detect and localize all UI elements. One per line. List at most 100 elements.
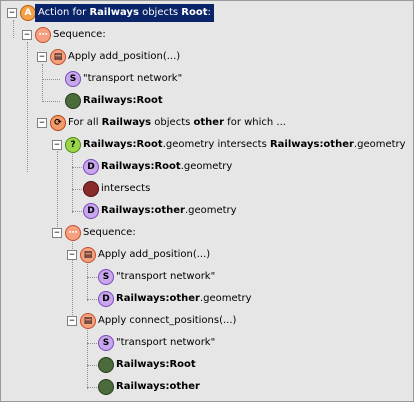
apply-label: Apply add_position(...): [68, 51, 181, 62]
tree-node-root[interactable]: − A Action for Railways objects Root:: [1, 4, 413, 22]
tree-line: [87, 327, 88, 389]
apply-icon: ▤: [80, 247, 96, 263]
string-label: "transport network": [116, 271, 216, 282]
tree-line: [27, 42, 28, 172]
tree-node-apply-2[interactable]: − ▤ Apply add_position(...): [1, 246, 413, 264]
tree-node-data[interactable]: D Railways:other.geometry: [1, 202, 413, 220]
object-class: Railways: [116, 359, 166, 370]
apply-icon: ▤: [80, 313, 96, 329]
tree-node-data[interactable]: D Railways:Root.geometry: [1, 158, 413, 176]
data-icon: D: [98, 291, 114, 307]
root-mid: objects: [138, 7, 182, 18]
data-icon: D: [83, 203, 99, 219]
collapse-toggle[interactable]: −: [37, 118, 47, 128]
root-var: Root: [181, 7, 208, 18]
data-var: :other: [150, 205, 185, 216]
sequence-icon: ⋯: [65, 225, 81, 241]
object-icon: [98, 379, 114, 395]
cond-a: Railways: [83, 139, 133, 150]
tree-line: [72, 239, 73, 325]
object-class: Railways: [116, 381, 166, 392]
cond-e: :other: [319, 139, 354, 150]
root-class: Railways: [89, 7, 139, 18]
forall-p1: For all: [68, 117, 102, 128]
collapse-toggle[interactable]: −: [22, 30, 32, 40]
string-icon: S: [98, 335, 114, 351]
object-icon: [98, 357, 114, 373]
object-class: Railways: [83, 95, 133, 106]
tree-line: [87, 299, 97, 300]
string-label: "transport network": [83, 73, 183, 84]
tree-line: [42, 101, 60, 102]
tree-node-relation[interactable]: intersects: [1, 180, 413, 198]
collapse-toggle[interactable]: −: [52, 228, 62, 238]
cond-d: Railways: [269, 139, 320, 150]
object-var: :other: [165, 381, 200, 392]
tree-line: [87, 387, 97, 388]
collapse-toggle[interactable]: −: [7, 8, 17, 18]
tree-line: [87, 261, 88, 301]
tree-node-object[interactable]: Railways:other: [1, 378, 413, 396]
root-prefix: Action for: [38, 7, 90, 18]
sequence-label: Sequence:: [83, 227, 136, 238]
collapse-toggle[interactable]: −: [67, 250, 77, 260]
tree-node-forall[interactable]: − ⟳ For all Railways objects other for w…: [1, 114, 413, 132]
relation-label: intersects: [101, 183, 151, 194]
data-label: Railways:Root.geometry: [101, 158, 232, 176]
object-var: :Root: [165, 359, 196, 370]
data-attr: .geometry: [184, 205, 237, 216]
collapse-toggle[interactable]: −: [52, 140, 62, 150]
tree-line: [72, 189, 82, 190]
root-suffix: :: [207, 7, 211, 18]
cond-f: .geometry: [353, 139, 406, 150]
forall-icon: ⟳: [50, 115, 66, 131]
data-label: Railways:other.geometry: [116, 290, 252, 308]
tree-node-data[interactable]: D Railways:other.geometry: [1, 290, 413, 308]
data-var: :other: [165, 293, 200, 304]
tree-node-string[interactable]: S "transport network": [1, 334, 413, 352]
collapse-toggle[interactable]: −: [67, 316, 77, 326]
object-label: Railways:Root: [116, 356, 196, 374]
tree-node-condition[interactable]: − ? Railways:Root.geometry intersects Ra…: [1, 136, 413, 154]
data-class: Railways: [116, 293, 166, 304]
tree-line: [42, 64, 43, 102]
object-var: :Root: [132, 95, 163, 106]
forall-class: Railways: [101, 117, 152, 128]
data-label: Railways:other.geometry: [101, 202, 237, 220]
tree-line: [72, 151, 73, 213]
tree-node-apply-1[interactable]: − ▤ Apply add_position(...): [1, 48, 413, 66]
forall-var: other: [193, 117, 224, 128]
sequence-icon: ⋯: [35, 27, 51, 43]
tree-node-string[interactable]: S "transport network": [1, 268, 413, 286]
string-icon: S: [98, 269, 114, 285]
relation-icon: [83, 181, 99, 197]
tree-node-sequence-1[interactable]: − ⋯ Sequence:: [1, 26, 413, 44]
tree-line: [57, 151, 58, 237]
apply-label: Apply add_position(...): [98, 249, 211, 260]
data-attr: .geometry: [180, 161, 233, 172]
forall-label: For all Railways objects other for which…: [68, 114, 286, 132]
cond-c: .geometry intersects: [162, 139, 270, 150]
forall-p2: objects: [151, 117, 194, 128]
object-icon: [65, 93, 81, 109]
tree-line: [13, 20, 14, 38]
tree-line: [87, 365, 97, 366]
root-label[interactable]: Action for Railways objects Root:: [35, 4, 214, 22]
sequence-label: Sequence:: [53, 29, 106, 40]
tree-node-apply-3[interactable]: − ▤ Apply connect_positions(...): [1, 312, 413, 330]
tree-line: [42, 79, 60, 80]
collapse-toggle[interactable]: −: [37, 52, 47, 62]
tree-node-object[interactable]: Railways:Root: [1, 92, 413, 110]
tree-node-object[interactable]: Railways:Root: [1, 356, 413, 374]
condition-icon: ?: [65, 137, 81, 153]
forall-p3: for which ...: [224, 117, 286, 128]
tree-node-sequence-2[interactable]: − ⋯ Sequence:: [1, 224, 413, 242]
data-attr: .geometry: [199, 293, 252, 304]
object-label: Railways:Root: [83, 92, 163, 110]
tree-line: [87, 343, 97, 344]
tree-node-string[interactable]: S "transport network": [1, 70, 413, 88]
string-label: "transport network": [116, 337, 216, 348]
data-var: :Root: [150, 161, 181, 172]
data-icon: D: [83, 159, 99, 175]
